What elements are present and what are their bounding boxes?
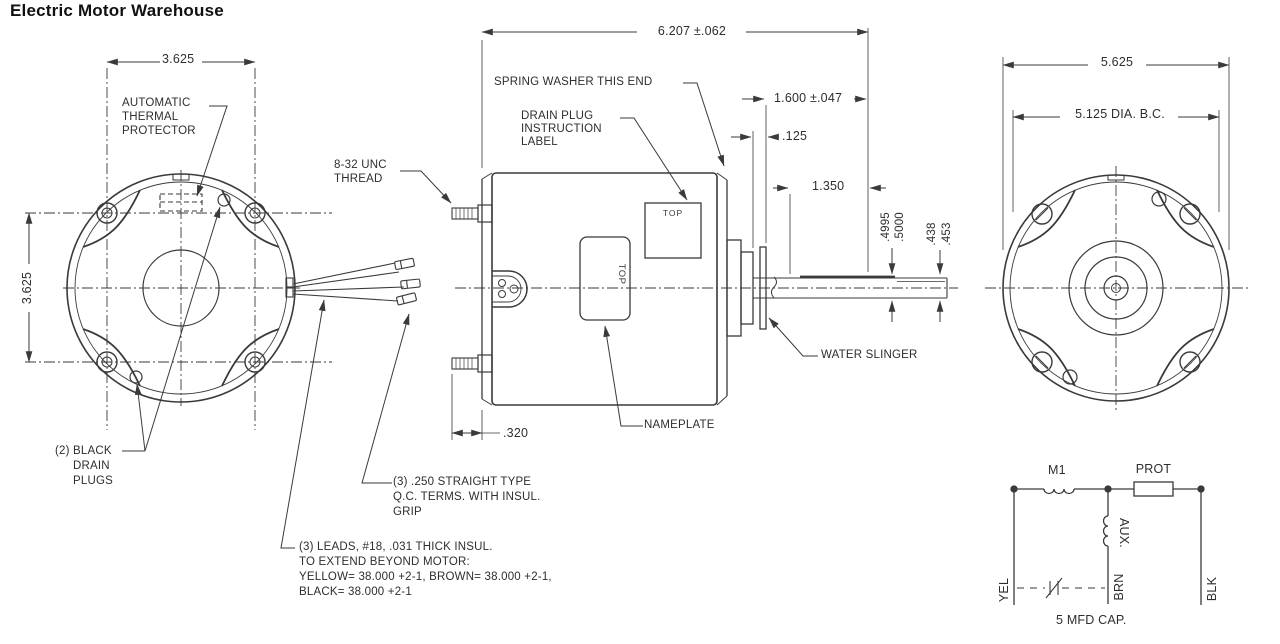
front-height-dim-label: 3.625 [20, 271, 34, 305]
side-extension-lines [451, 28, 869, 440]
brown-lead-label: BRN [1112, 573, 1126, 601]
hub-to-end-dim-label: 1.600 ±.047 [774, 91, 843, 105]
leads-label: BLACK= 38.000 +2-1 [299, 586, 412, 598]
stud-dim-label: .320 [503, 426, 529, 440]
thermal-protector-outline [159, 193, 203, 212]
side-view-drawing [400, 28, 958, 440]
rear-centerlines [985, 166, 1250, 412]
leads-label: (3) LEADS, #18, .031 THICK INSUL. [299, 541, 493, 553]
drain-instruction-label: INSTRUCTION [521, 123, 602, 135]
drain-plugs-label: PLUGS [73, 475, 113, 487]
front-view-drawing [25, 58, 421, 549]
terminal-lug [492, 270, 528, 308]
drain-instruction-label: LABEL [521, 136, 558, 148]
drain-plugs-label: (2) BLACK [55, 445, 112, 457]
front-centerlines [25, 68, 332, 430]
side-dimension-lines [451, 28, 944, 437]
wiring-schematic [1010, 481, 1205, 605]
side-leaders [400, 82, 818, 427]
front-width-dim-label: 3.625 [162, 52, 195, 66]
qc-terms-label: (3) .250 STRAIGHT TYPE [393, 476, 532, 488]
drain-plugs-label: DRAIN [73, 460, 110, 472]
thermal-protector-label: THERMAL [122, 111, 179, 123]
black-lead-label: BLK [1205, 576, 1219, 602]
thread-label: 8-32 UNC [334, 159, 387, 171]
nameplate-outline [579, 236, 631, 321]
drain-hole-bottom [129, 370, 143, 384]
capacitor-label: 5 MFD CAP. [1056, 613, 1127, 627]
aux-winding-coil [1102, 515, 1109, 547]
main-winding-coil [1043, 488, 1075, 495]
flat-dim-label: 1.350 [812, 179, 845, 193]
front-leaders [122, 105, 410, 549]
top-box-label: TOP [662, 208, 684, 218]
drawing-geometry [25, 28, 1250, 605]
qc-terms-label: Q.C. TERMS. WITH INSUL. [393, 491, 541, 503]
rear-mounting-screws [1031, 203, 1201, 373]
instruction-label-box [644, 202, 702, 259]
rear-extension-lines [1002, 57, 1230, 250]
protector-symbol [1133, 481, 1174, 497]
rear-bolt-circle-label: 5.125 DIA. B.C. [1075, 107, 1165, 121]
rear-hole-bottom [1062, 369, 1078, 385]
yellow-lead-label: YEL [997, 577, 1011, 603]
drain-hole-top [217, 193, 231, 207]
page-title: Electric Motor Warehouse [10, 1, 224, 20]
qc-terms-label: GRIP [393, 506, 422, 518]
mounting-studs [451, 207, 479, 370]
main-winding-label: M1 [1048, 463, 1066, 477]
leads-label: TO EXTEND BEYOND MOTOR: [299, 556, 470, 568]
thermal-protector-label: PROTECTOR [122, 125, 196, 137]
qc-terminals [394, 257, 421, 306]
shaft-dia-label: .4995 [880, 212, 892, 242]
nameplate-label: NAMEPLATE [644, 419, 715, 431]
nameplate-top-label: TOP [616, 263, 627, 285]
thermal-protector-label: AUTOMATIC [122, 97, 191, 109]
shaft-assembly [726, 239, 948, 337]
capacitor-branch [1017, 577, 1105, 599]
water-slinger-label: WATER SLINGER [821, 349, 918, 361]
rear-view-drawing [985, 57, 1250, 412]
protector-label: PROT [1135, 462, 1172, 476]
lead-wires [285, 262, 405, 302]
rear-outer-dim-label: 5.625 [1100, 55, 1134, 69]
slinger-dim-label: .125 [782, 129, 808, 143]
rear-hole-top [1151, 191, 1167, 207]
rear-dimension-lines [1002, 61, 1230, 121]
leads-label: YELLOW= 38.000 +2-1, BROWN= 38.000 +2-1, [299, 571, 552, 583]
thread-label: THREAD [334, 173, 383, 185]
spring-washer-label: SPRING WASHER THIS END [494, 76, 653, 88]
flat-dia-label: .438 [926, 222, 938, 246]
drain-instruction-label: DRAIN PLUG [521, 110, 594, 122]
overall-length-dim-label: 6.207 ±.062 [657, 24, 727, 38]
flat-dia-label: .453 [941, 222, 953, 246]
aux-winding-label: AUX. [1117, 518, 1131, 548]
shaft-dia-label: .5000 [894, 212, 906, 242]
